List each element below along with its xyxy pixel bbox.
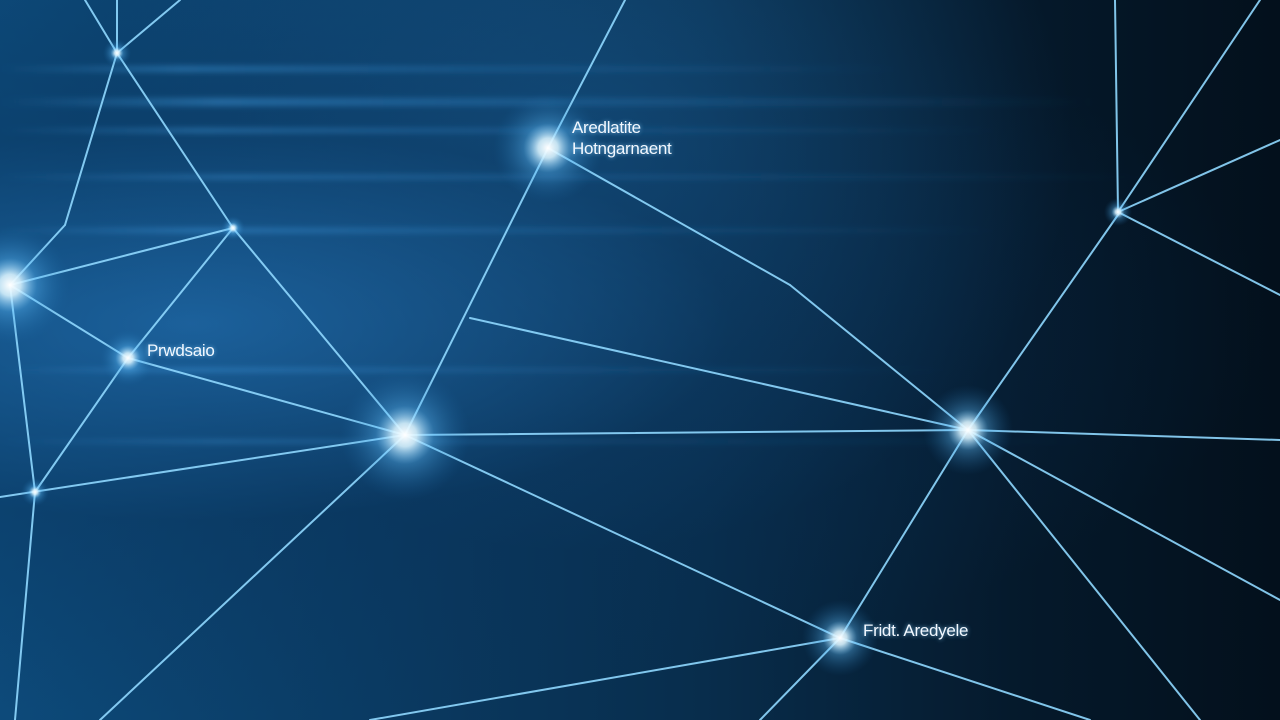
node-glow [21, 478, 49, 506]
node-glow [1104, 198, 1132, 226]
node-glow [0, 225, 70, 345]
node-label-top-line1: Aredlatite [572, 118, 641, 137]
node-glow [340, 370, 470, 500]
node-label-left: Prwdsaio [147, 341, 215, 360]
node-label-top: Aredlatite Hotngarnaent [572, 117, 672, 159]
node-glow [100, 330, 156, 386]
node-glow [221, 216, 245, 240]
node-glow [802, 600, 878, 676]
node-label-top-line2: Hotngarnaent [572, 139, 672, 158]
node-glow [923, 385, 1013, 475]
node-label-bottom-right: Fridt. Aredyele [863, 621, 969, 640]
node-glow [103, 39, 131, 67]
node-glow [493, 93, 603, 203]
network-nodes [0, 39, 1132, 676]
